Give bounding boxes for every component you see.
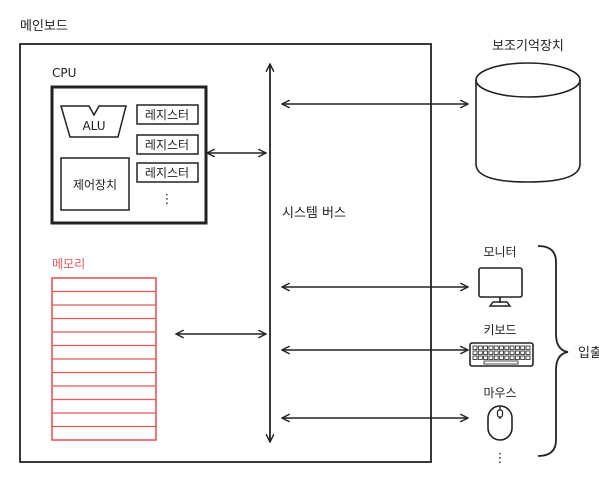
keyboard-key [525,345,531,350]
keyboard-label: 키보드 [483,323,516,337]
keyboard-icon [469,342,534,367]
register-label: 레지스터 [145,138,189,152]
cpu-label: CPU [52,66,76,80]
keyboard-key [493,355,499,360]
storage-label: 보조기억장치 [492,39,564,54]
keyboard-key [504,345,510,350]
keyboard-key [483,350,489,355]
keyboard-key [493,350,499,355]
keyboard-key [520,350,526,355]
keyboard-key [525,350,531,355]
control-unit-label: 제어장치 [73,178,117,192]
system-bus-label: 시스템 버스 [282,206,346,221]
register-box [136,104,199,125]
keyboard-key [499,355,504,360]
alu-shape [60,105,127,138]
cpu-box [50,85,208,225]
keyboard-key [472,355,478,360]
io-group-brace [537,245,569,457]
mouse-label: 마우스 [483,386,516,400]
keyboard-key [477,345,483,350]
keyboard-key [520,345,526,350]
mainboard-title: 메인보드 [20,19,68,34]
storage-cylinder-icon [475,62,581,183]
io-group-label: 입출 [578,346,599,361]
keyboard-key [520,355,526,360]
register-more-dots: ⋮ [161,192,174,207]
control-unit-box [60,157,130,211]
register-box [136,162,199,183]
mainboard-box [19,43,432,463]
monitor-label: 모니터 [483,245,516,259]
monitor-icon [478,267,523,307]
keyboard-spacebar [483,360,519,365]
keyboard-key [509,345,515,350]
keyboard-key [504,350,510,355]
keyboard-key [499,350,504,355]
keyboard-key [509,355,515,360]
keyboard-key [477,355,483,360]
keyboard-key [472,350,478,355]
keyboard-key [488,350,494,355]
keyboard-key [515,355,520,360]
mouse-icon [487,405,513,441]
keyboard-key [515,350,520,355]
keyboard-key [493,345,499,350]
keyboard-key [483,345,489,350]
register-label: 레지스터 [145,166,189,180]
keyboard-key [525,355,531,360]
keyboard-key [477,350,483,355]
io-more-dots: ⋮ [494,451,507,466]
keyboard-key [515,345,520,350]
keyboard-key [483,355,489,360]
keyboard-key [499,345,504,350]
keyboard-key [509,350,515,355]
keyboard-key [488,345,494,350]
keyboard-key [504,355,510,360]
register-label: 레지스터 [145,108,189,122]
memory-label: 메모리 [52,257,85,271]
memory-block [51,277,157,441]
register-box [136,134,199,155]
alu-label: ALU [82,119,105,133]
keyboard-key [472,345,478,350]
keyboard-key [488,355,494,360]
